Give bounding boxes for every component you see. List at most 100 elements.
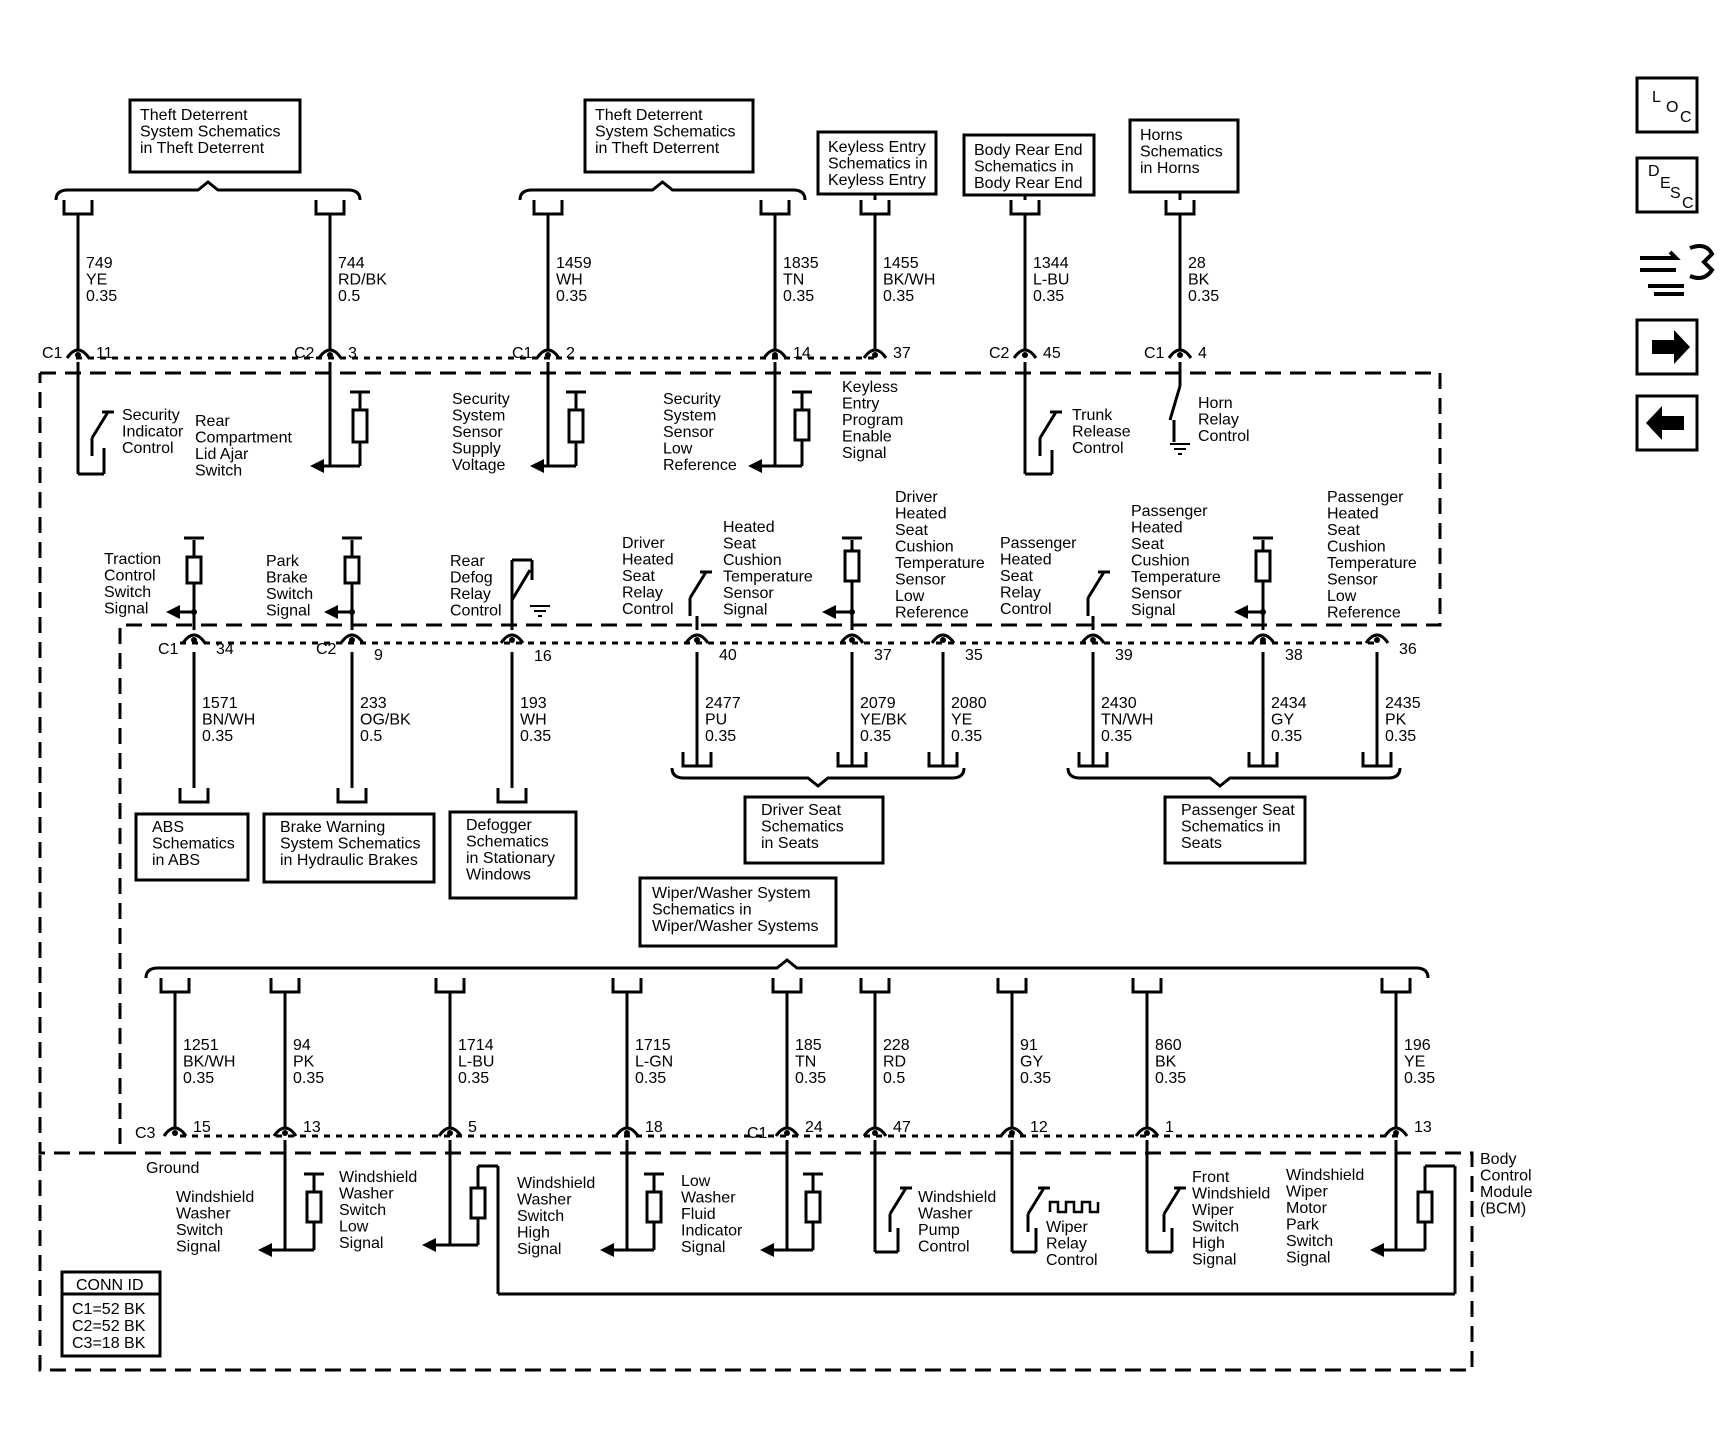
desc-button[interactable]	[1635, 156, 1699, 214]
mid-box-text-line: in ABS	[152, 852, 200, 869]
wiper-harness-bracket	[144, 958, 1430, 979]
mid-box-text-line: Driver Seat	[761, 802, 842, 819]
resistor-icon	[567, 408, 585, 444]
pin-number-label: 1	[1165, 1119, 1174, 1136]
bottom-connector-fork	[1131, 978, 1163, 994]
arrow-left-icon	[760, 1243, 774, 1257]
pin-number-label: 39	[1115, 647, 1133, 664]
seat-connector-fork	[1247, 752, 1279, 768]
bottom-desc-line: Switch	[339, 1202, 386, 1219]
bottom-desc-line: Fluid	[681, 1206, 716, 1223]
mid-desc-line: Defog	[450, 570, 493, 587]
mid-box-text-line: Passenger Seat	[1181, 802, 1295, 819]
circuit-label-line: 0.35	[1033, 288, 1064, 305]
top-desc-line: Switch	[195, 463, 242, 480]
top-desc-line: Trunk	[1072, 407, 1113, 424]
pin-number-label: 5	[468, 1119, 477, 1136]
mid-desc-line: Reference	[1327, 605, 1401, 622]
mid-desc-line: Cushion	[1327, 539, 1386, 556]
top-desc-line: Horn	[1198, 395, 1233, 412]
mid-box-text-line: Schematics in	[1181, 819, 1281, 836]
mid-desc-line: Relay	[622, 585, 663, 602]
circuit-label-line: GY	[1020, 1054, 1043, 1071]
switch-icon-blade	[688, 571, 708, 599]
mid-desc-line: Seat	[895, 522, 928, 539]
conn-id-title: CONN ID	[76, 1277, 144, 1294]
bottom-desc-line: Signal	[681, 1239, 725, 1256]
mid-schematic-ref-box	[448, 810, 578, 900]
pin-dot	[1009, 1130, 1015, 1136]
top-desc-line: Relay	[1198, 412, 1239, 429]
circuit-label-line: 0.35	[202, 728, 233, 745]
circuit-label-line: 28	[1188, 255, 1206, 272]
arrow-left-icon	[166, 605, 180, 619]
desc-letter: E	[1660, 175, 1671, 192]
pin-dot	[282, 1130, 288, 1136]
pin-number-label: 40	[719, 647, 737, 664]
mid-desc-line: Switch	[266, 586, 313, 603]
connector-pin-icon	[1080, 633, 1106, 644]
circuit-label-line: 0.35	[520, 728, 551, 745]
circuit-label-line: 94	[293, 1037, 311, 1054]
resistor-icon	[351, 408, 369, 444]
circuit-label-line: 0.35	[1155, 1070, 1186, 1087]
circuit-label-line: PK	[293, 1054, 315, 1071]
connector-id-label: C1	[1144, 345, 1165, 362]
mid-desc-line: Heated	[895, 506, 947, 523]
swap-icon-plug	[1689, 244, 1715, 280]
arrow-left-icon	[422, 1238, 436, 1252]
circuit-label-line: 1571	[202, 695, 238, 712]
connector-pin-icon	[181, 633, 207, 644]
mid-schematic-ref-box	[134, 812, 250, 882]
desc-letter: D	[1648, 163, 1660, 180]
loc-button[interactable]	[1635, 76, 1699, 134]
bottom-connector-fork	[771, 978, 803, 994]
top-box-text-line: Keyless Entry	[828, 139, 926, 156]
bottom-desc-line: Windshield	[918, 1189, 996, 1206]
pin-number-label: 35	[965, 647, 983, 664]
mid-schematic-ref-box	[1163, 795, 1307, 865]
top-box-text-line: Schematics in	[828, 156, 928, 173]
circuit-label-line: 0.35	[86, 288, 117, 305]
connector-pin-icon	[839, 633, 865, 644]
circuit-label-line: GY	[1271, 712, 1294, 729]
circuit-label-line: 0.35	[556, 288, 587, 305]
mid-desc-line: Driver	[895, 489, 938, 506]
bottom-desc-line: Washer	[918, 1206, 973, 1223]
connector-pin-icon	[162, 1126, 188, 1137]
mid-desc-line: Signal	[1131, 602, 1175, 619]
bottom-desc-line: Control	[918, 1239, 970, 1256]
mid-desc-line: Passenger	[1000, 535, 1077, 552]
circuit-label-line: 0.35	[293, 1070, 324, 1087]
top-box-text-line: Schematics in	[974, 159, 1074, 176]
mid-box-text-line: Defogger	[466, 817, 532, 834]
pin-number-label: 11	[96, 345, 113, 362]
switch-icon-blade	[90, 411, 110, 439]
circuit-label-line: 0.35	[635, 1070, 666, 1087]
mid-desc-line: Control	[104, 568, 156, 585]
mid-desc-line: Heated	[1131, 520, 1183, 537]
mid-desc-line: Seat	[1327, 522, 1360, 539]
top-schematic-ref-box	[962, 133, 1096, 197]
circuit-label-line: 228	[883, 1037, 910, 1054]
top-desc-line: Voltage	[452, 457, 505, 474]
bottom-connector-fork	[159, 978, 191, 994]
top-desc-line: Security	[663, 391, 721, 408]
pin-number-label: 14	[793, 345, 811, 362]
arrow-left-icon	[324, 605, 338, 619]
bottom-desc-line: Signal	[176, 1239, 220, 1256]
wiper-box-text-line: Wiper/Washer Systems	[652, 918, 819, 935]
